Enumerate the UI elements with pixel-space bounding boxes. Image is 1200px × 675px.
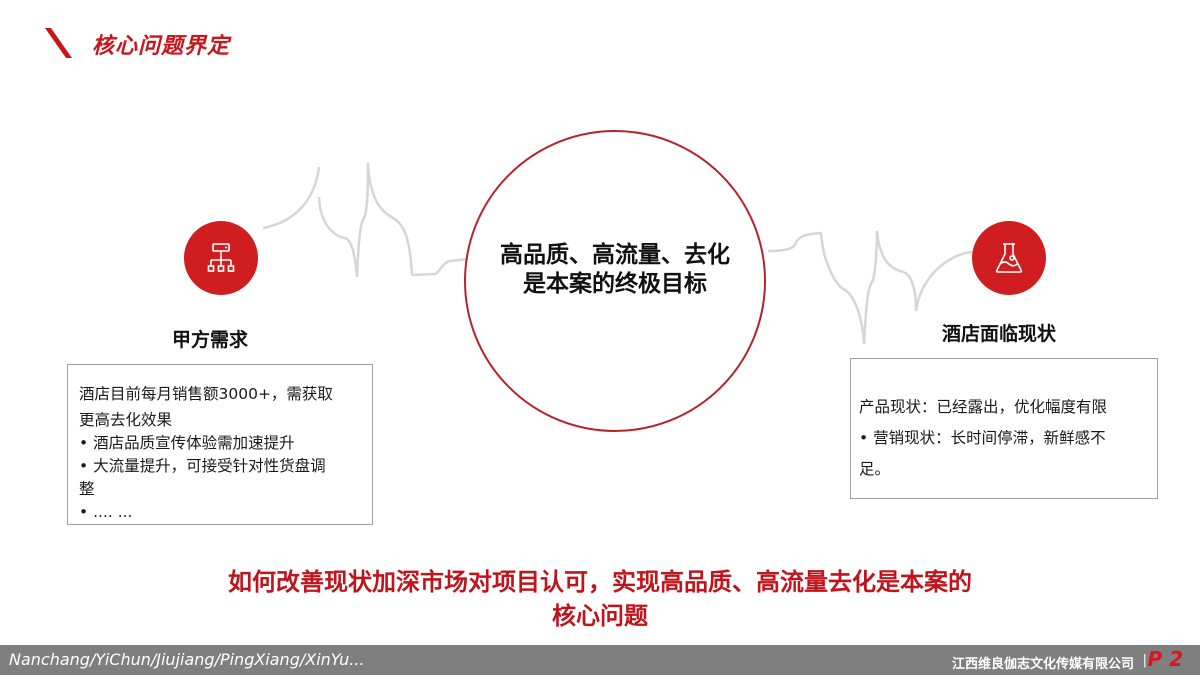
core-question: 如何改善现状加深市场对项目认可，实现高品质、高流量去化是本案的 核心问题 <box>0 565 1200 633</box>
client-needs-line: • 大流量提升，可接受针对性货盘调 <box>79 457 326 475</box>
footer-bar: Nanchang/YiChun/Jiujiang/PingXiang/XinYu… <box>0 645 1200 675</box>
goal-line-2: 是本案的终极目标 <box>523 271 707 297</box>
page-number: P 2 <box>1147 647 1183 671</box>
footer-company: 江西维良伽志文化传媒有限公司 <box>951 657 1134 672</box>
goal-line-1: 高品质、高流量、去化 <box>500 242 730 268</box>
footer-separator: | <box>1142 653 1147 668</box>
hotel-status-box: 产品现状：已经露出，优化幅度有限 • 营销现状：长时间停滞，新鲜感不 足。 <box>850 358 1158 499</box>
client-needs-line: • .... ... <box>79 503 133 521</box>
hierarchy-icon <box>207 243 235 272</box>
client-needs-line: • 酒店品质宣传体验需加速提升 <box>79 434 295 452</box>
hotel-status-line: • 营销现状：长时间停滞，新鲜感不 <box>859 429 1106 447</box>
flask-icon <box>995 243 1023 273</box>
client-needs-box: 酒店目前每月销售额3000+，需获取 更高去化效果 • 酒店品质宣传体验需加速提… <box>67 364 373 525</box>
goal-statement: 高品质、高流量、去化 是本案的终极目标 <box>500 241 730 299</box>
hotel-status-line: 足。 <box>859 460 891 478</box>
footer-cities: Nanchang/YiChun/Jiujiang/PingXiang/XinYu… <box>9 650 365 669</box>
client-needs-line: 酒店目前每月销售额3000+，需获取 <box>79 385 333 403</box>
hotel-status-badge <box>972 221 1046 295</box>
hotel-status-line: 产品现状：已经露出，优化幅度有限 <box>859 398 1108 416</box>
client-needs-badge <box>184 221 258 295</box>
hotel-status-heading: 酒店面临现状 <box>942 323 1057 345</box>
page-title: 核心问题界定 <box>92 34 231 59</box>
core-question-line-2: 核心问题 <box>552 602 648 630</box>
client-needs-line: 整 <box>79 480 95 498</box>
client-needs-heading: 甲方需求 <box>172 329 249 351</box>
center-goal-circle: 高品质、高流量、去化 是本案的终极目标 <box>464 130 766 432</box>
core-question-line-1: 如何改善现状加深市场对项目认可，实现高品质、高流量去化是本案的 <box>228 568 972 596</box>
client-needs-line: 更高去化效果 <box>79 411 173 429</box>
